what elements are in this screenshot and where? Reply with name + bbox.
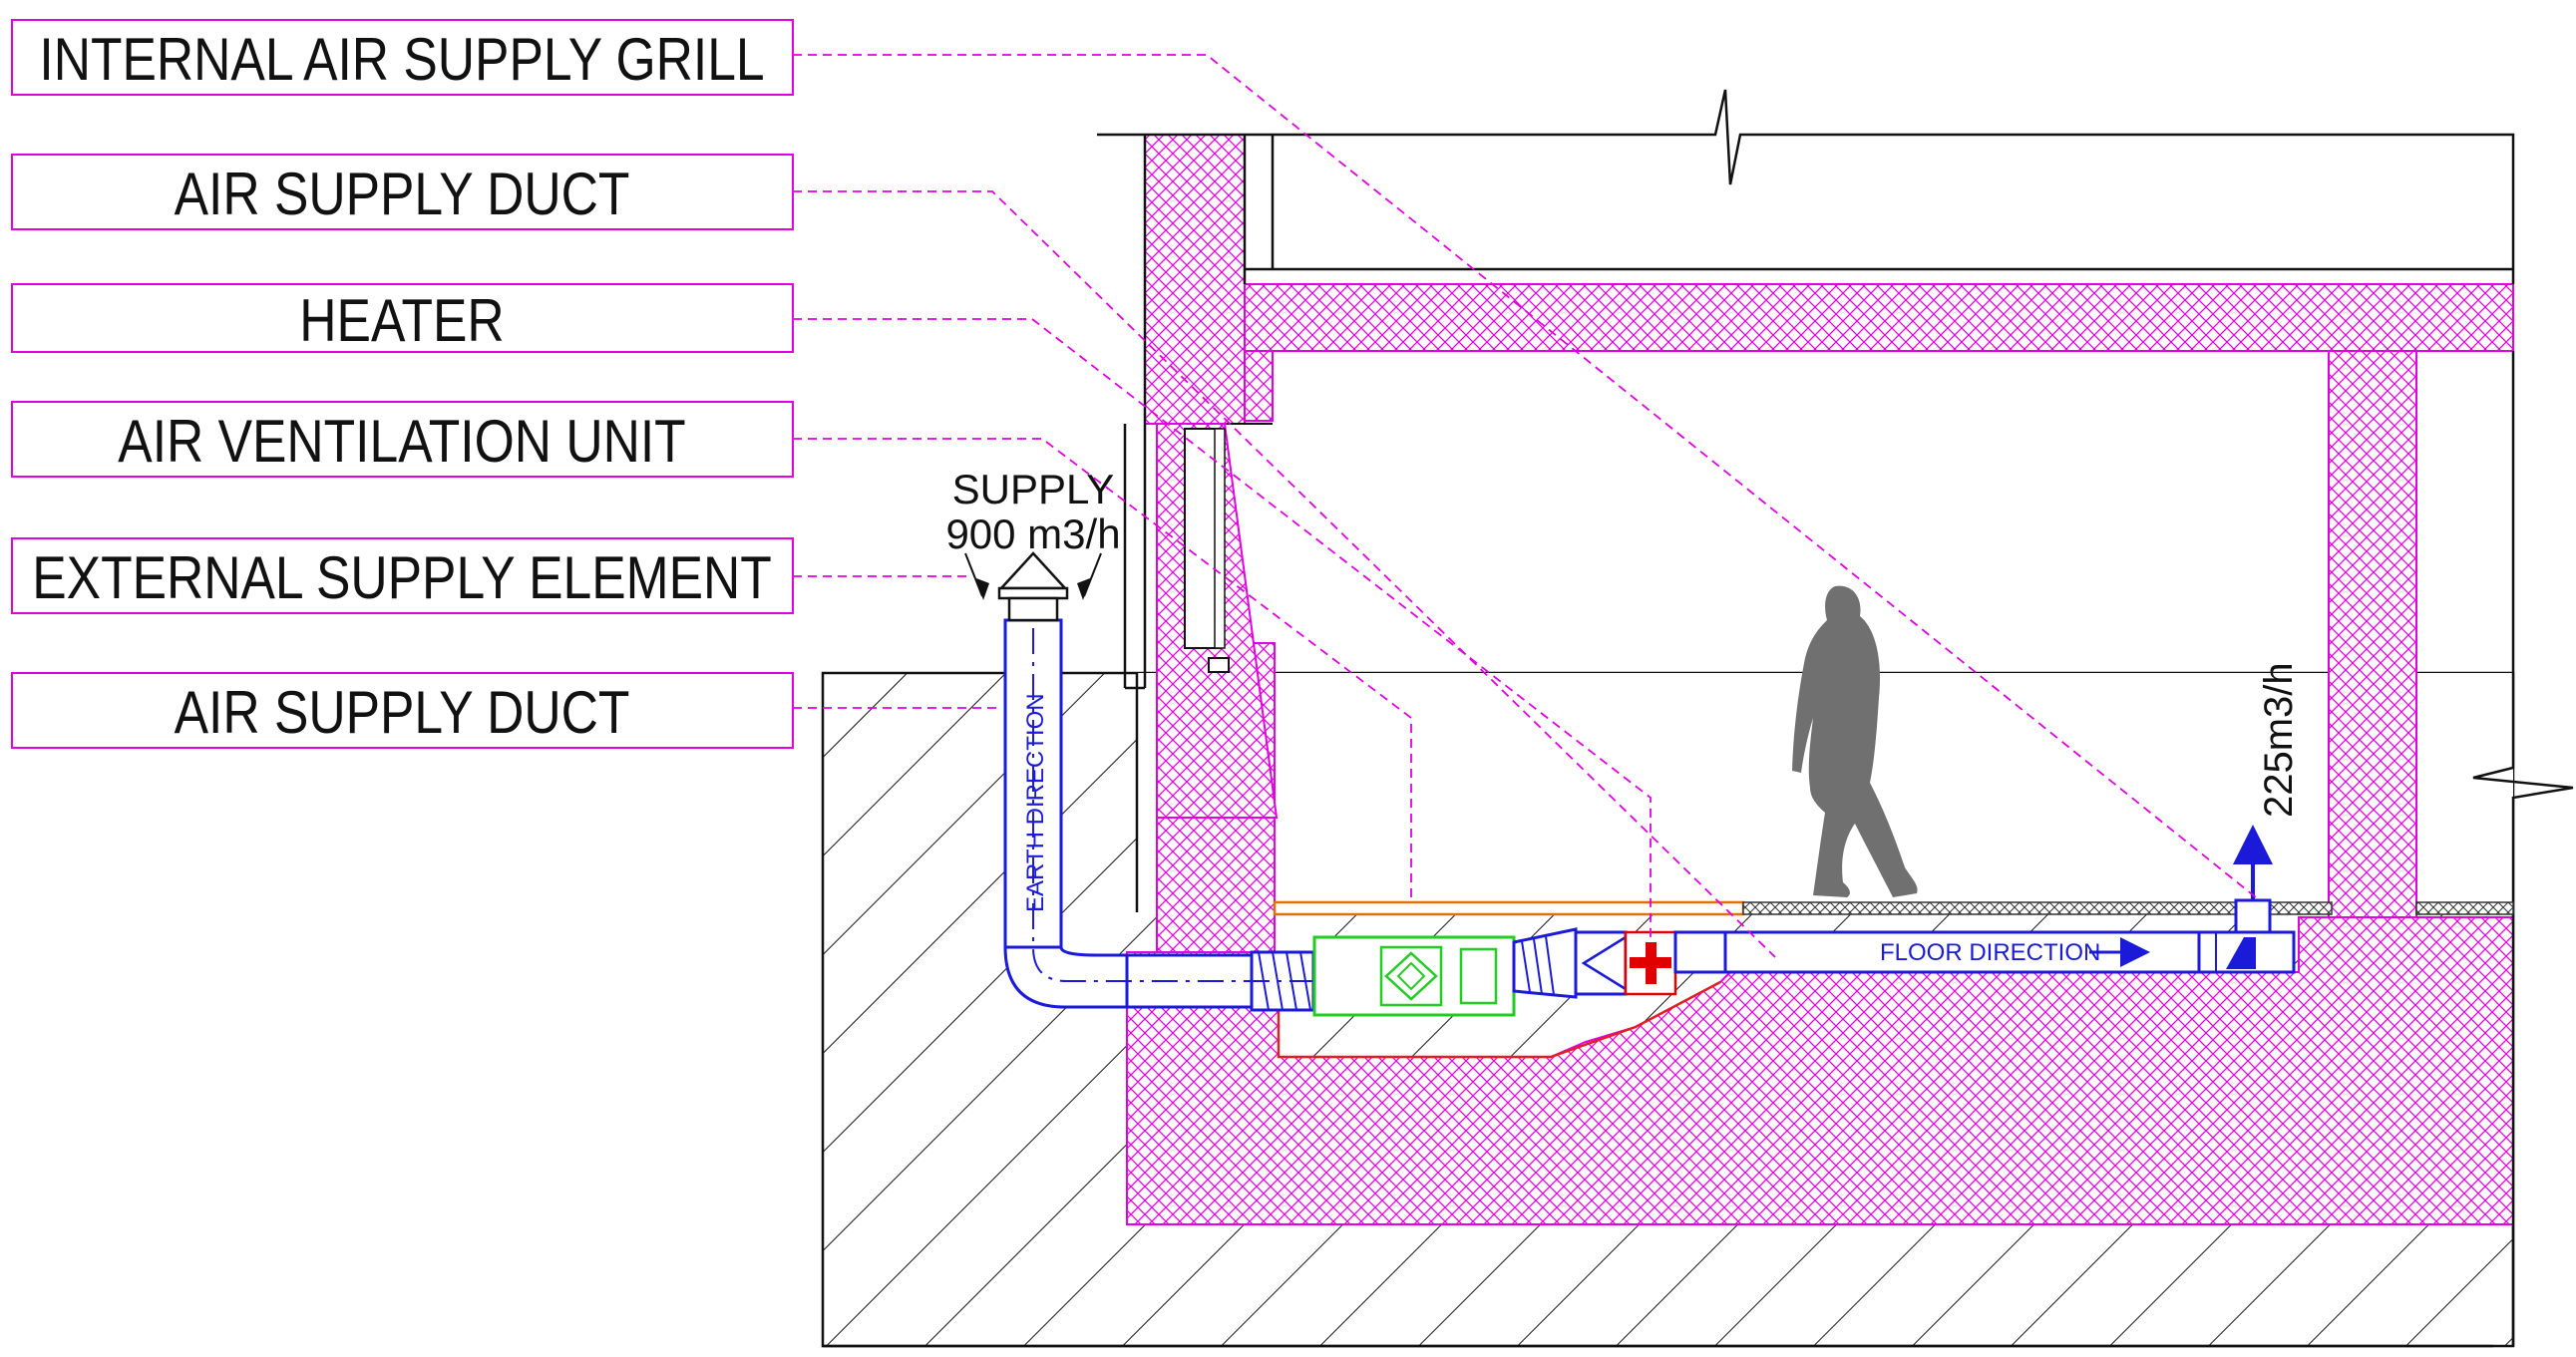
floor-finish xyxy=(1273,900,2514,1059)
floor-direction-text: FLOOR DIRECTION xyxy=(1880,939,2100,966)
supply-flow: 900 m3/h xyxy=(945,510,1120,557)
air-ventilation-unit-body xyxy=(1312,935,1516,1017)
duct-system xyxy=(964,551,2296,1017)
label-heater: HEATER xyxy=(11,283,794,354)
leader-lines xyxy=(793,54,2257,958)
label-air-ventilation-unit: AIR VENTILATION UNIT xyxy=(11,401,794,478)
label-air-supply-duct-upper: AIR SUPPLY DUCT xyxy=(11,154,794,230)
heater-body xyxy=(1624,930,1677,996)
label-internal-air-supply-grill: INTERNAL AIR SUPPLY GRILL xyxy=(11,19,794,96)
earth-duct-bend xyxy=(1003,945,1137,1009)
external-supply-element-body xyxy=(964,551,1102,622)
svg-text:HEATER: HEATER xyxy=(299,286,504,354)
earth-direction-text: EARTH DIRECTION xyxy=(1022,693,1049,912)
roof-outline xyxy=(823,89,2574,1348)
label-air-supply-duct-lower: AIR SUPPLY DUCT xyxy=(11,672,794,749)
grill-flow-text: 225m3/h xyxy=(2257,662,2301,818)
duct-transition xyxy=(1512,927,1578,999)
svg-text:AIR VENTILATION UNIT: AIR VENTILATION UNIT xyxy=(118,407,685,475)
svg-text:AIR SUPPLY DUCT: AIR SUPPLY DUCT xyxy=(175,678,630,746)
svg-text:EXTERNAL SUPPLY ELEMENT: EXTERNAL SUPPLY ELEMENT xyxy=(32,543,771,611)
svg-text:INTERNAL AIR SUPPLY GRILL: INTERNAL AIR SUPPLY GRILL xyxy=(39,25,764,93)
internal-air-supply-grill-body xyxy=(2226,825,2273,969)
label-external-supply-element: EXTERNAL SUPPLY ELEMENT xyxy=(11,537,794,614)
svg-text:AIR SUPPLY DUCT: AIR SUPPLY DUCT xyxy=(175,160,630,227)
window xyxy=(1184,423,1273,673)
person-silhouette xyxy=(1792,585,1918,897)
supply-title: SUPPLY xyxy=(952,466,1115,512)
